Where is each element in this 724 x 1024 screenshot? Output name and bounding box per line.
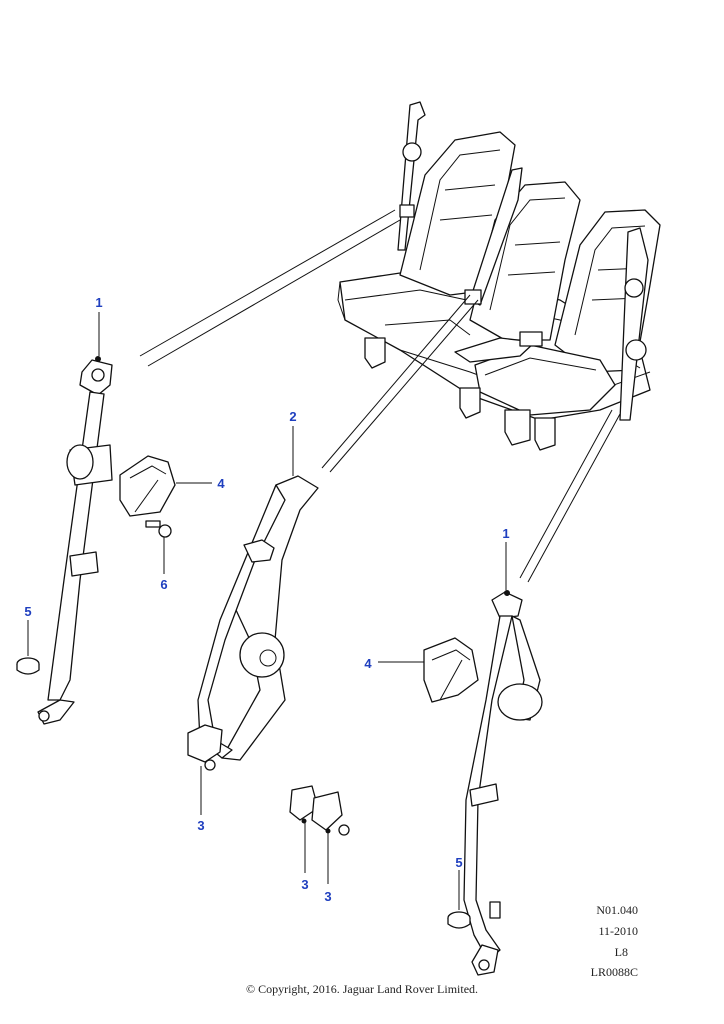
callout-leaders — [27, 312, 507, 910]
callout-3-buckle-b: 3 — [324, 889, 331, 904]
drawing-id: LR0088C — [590, 965, 638, 979]
callout-4-left: 4 — [217, 476, 225, 491]
callout-4-right: 4 — [364, 656, 372, 671]
copyright-notice: © Copyright, 2016. Jaguar Land Rover Lim… — [245, 982, 479, 996]
right-anchor-cap — [447, 911, 471, 929]
anchor-bolt — [145, 520, 172, 538]
callout-5-left: 5 — [24, 604, 31, 619]
right-outer-belt-assembly — [463, 590, 543, 976]
callout-numbers: 1 2 1 4 4 6 5 5 3 3 3 — [24, 295, 509, 904]
reference-lines — [139, 209, 621, 583]
left-retractor-cover — [119, 455, 176, 517]
drawing-level: L8 — [614, 945, 628, 959]
callout-5-right: 5 — [455, 855, 462, 870]
centre-belt-assembly — [187, 475, 319, 771]
ref-code: N01.040 — [596, 903, 638, 917]
rear-seat-assembly — [337, 101, 661, 451]
callout-1-right: 1 — [502, 526, 509, 541]
right-retractor-cover — [423, 637, 479, 703]
drawing-date: 11-2010 — [598, 924, 638, 938]
callout-2: 2 — [289, 409, 296, 424]
callout-3-buckle-a: 3 — [301, 877, 308, 892]
left-anchor-cap — [16, 657, 40, 675]
callout-6: 6 — [160, 577, 167, 592]
centre-buckle-pair — [289, 785, 350, 836]
callout-3-centre: 3 — [197, 818, 204, 833]
callout-1-left: 1 — [95, 295, 102, 310]
left-outer-belt-assembly — [37, 356, 113, 725]
